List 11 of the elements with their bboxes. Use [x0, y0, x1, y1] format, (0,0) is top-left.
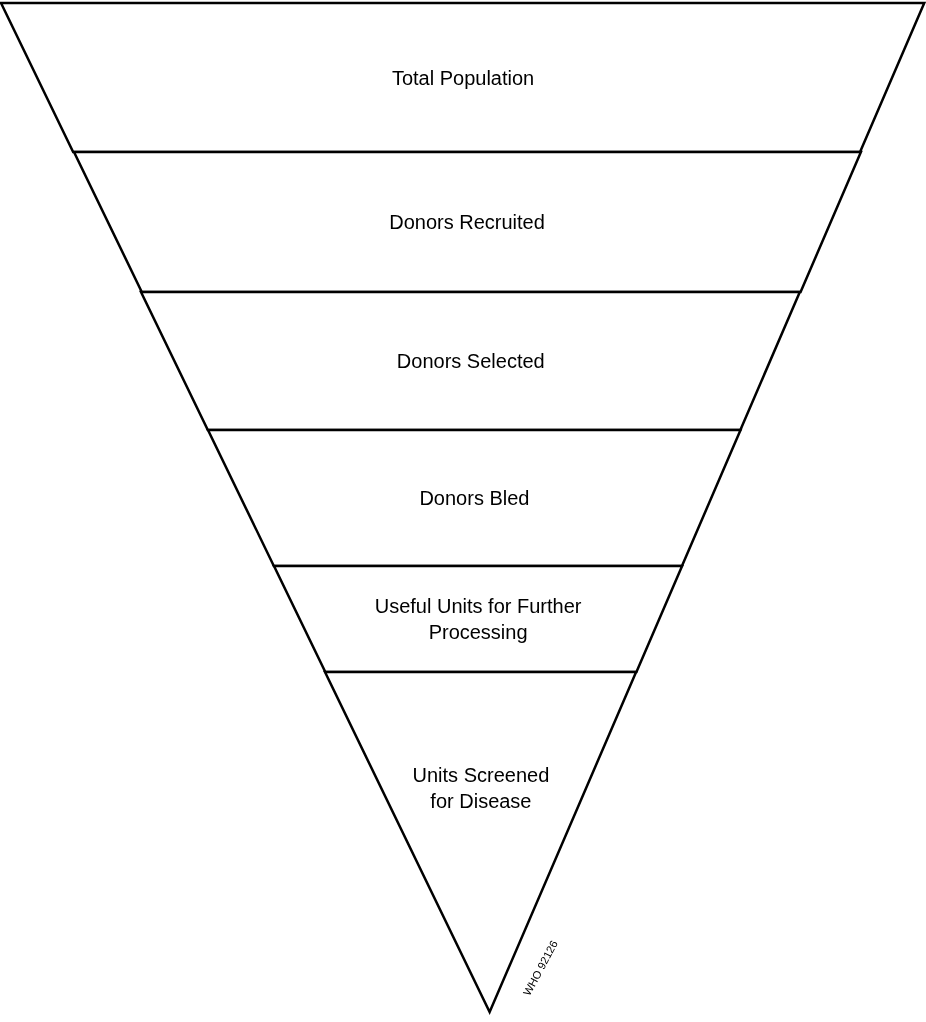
band-label: Total Population: [391, 65, 535, 91]
band-label: Donors Bled: [419, 486, 530, 511]
funnel-band: [274, 566, 683, 672]
funnel-band: [1, 3, 925, 152]
band-label: Useful Units for Further Processing: [373, 594, 583, 645]
band-label: Units Screened for Disease: [411, 763, 551, 814]
funnel-band: [208, 430, 741, 566]
band-label: Donors Recruited: [389, 210, 545, 235]
band-label: Donors Selected: [396, 349, 545, 374]
funnel-band: [73, 152, 861, 292]
funnel-band: [141, 292, 801, 430]
